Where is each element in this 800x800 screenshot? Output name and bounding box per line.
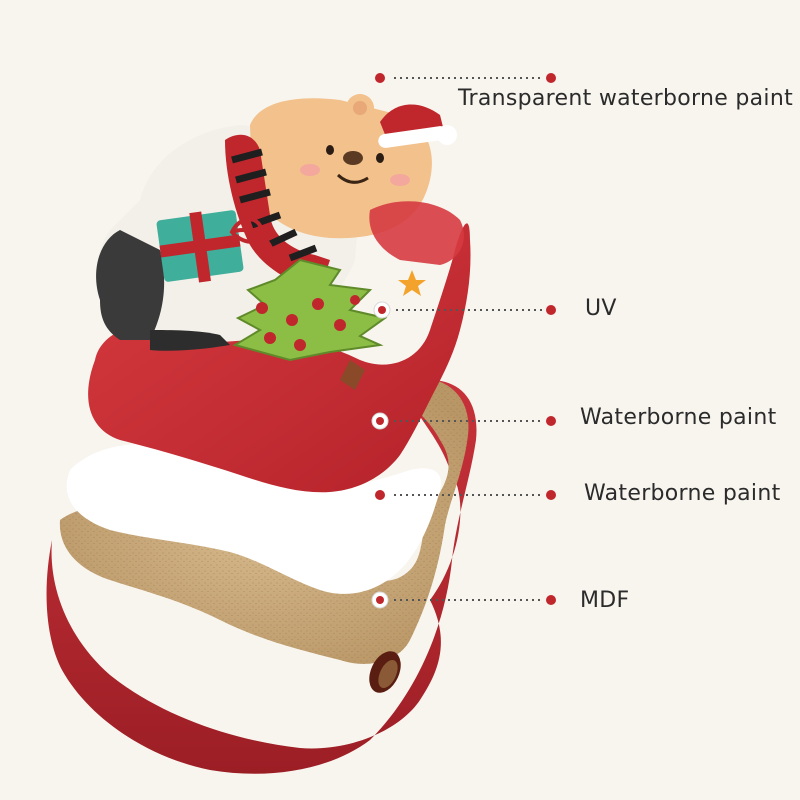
gift-box-icon — [156, 210, 274, 283]
christmas-tree-icon — [232, 258, 426, 390]
callout-label-transparent-waterborne-paint: Transparent waterborne paint — [458, 86, 794, 111]
callout-marker-2 — [371, 412, 556, 430]
callout-label-waterborne-paint-upper: Waterborne paint — [580, 405, 777, 430]
callout-marker-0 — [375, 73, 556, 83]
scarf-icon — [225, 134, 330, 290]
uv-print-layer — [95, 94, 464, 390]
mdf-base-layer — [46, 378, 477, 774]
callout-marker-4 — [371, 591, 556, 609]
callout-label-mdf: MDF — [580, 588, 630, 613]
callout-label-waterborne-paint-lower: Waterborne paint — [584, 481, 781, 506]
callout-markers — [371, 73, 556, 609]
waterborne-paint-lower-layer — [66, 444, 441, 594]
callout-label-uv: UV — [585, 296, 617, 321]
callout-marker-1 — [373, 301, 556, 319]
santa-hat-icon — [378, 104, 457, 148]
callout-marker-3 — [375, 490, 556, 500]
